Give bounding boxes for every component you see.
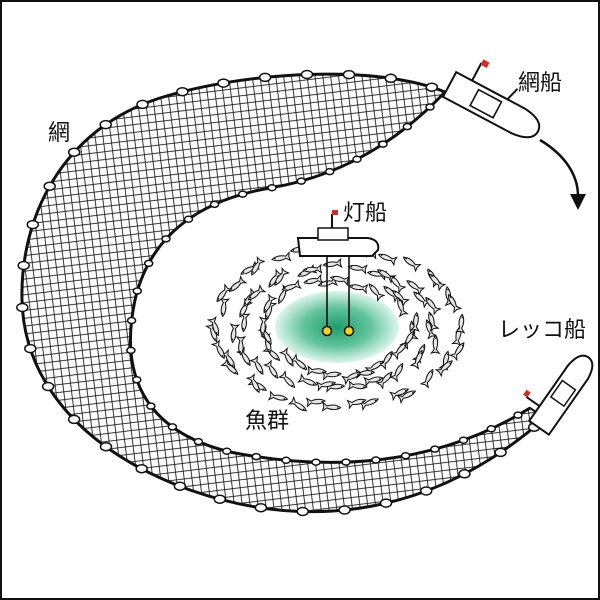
net-float: [400, 451, 411, 460]
light-boat-cabin: [317, 227, 349, 241]
net-float: [126, 316, 137, 325]
light-glow: [275, 291, 399, 363]
net-float: [324, 167, 335, 176]
net-boat-mast: [471, 62, 483, 82]
net-float: [281, 456, 291, 465]
net-boat: [441, 59, 541, 139]
net-float: [494, 447, 507, 458]
light-boat: [296, 210, 380, 337]
net-float: [213, 494, 227, 504]
net-float: [430, 445, 440, 453]
underwater-lamp-icon: [321, 325, 333, 337]
flag-icon: [332, 210, 338, 215]
net-float: [254, 502, 268, 513]
net-float: [183, 215, 194, 223]
net-float: [43, 181, 56, 191]
net-float: [341, 458, 351, 466]
net-float: [17, 260, 30, 271]
net-float: [378, 140, 388, 148]
net-float: [41, 381, 55, 392]
net-float: [384, 73, 398, 84]
net-float: [146, 402, 156, 410]
net-float: [402, 122, 413, 131]
net-float: [26, 219, 40, 230]
net-float: [126, 346, 136, 355]
lekko-boat-mast: [525, 396, 541, 407]
net-boat-mast-2: [506, 88, 519, 101]
label-net-boat: 網船: [518, 71, 562, 96]
label-light-boat: 灯船: [343, 201, 387, 226]
net-float: [67, 147, 81, 157]
net-float: [24, 343, 37, 354]
lekko-boat-cabin: [549, 379, 577, 408]
net-float: [99, 441, 113, 452]
net-float: [425, 103, 435, 111]
flag-icon: [523, 389, 531, 398]
net-float: [267, 183, 277, 192]
net-float: [136, 99, 149, 110]
net-float: [143, 259, 154, 268]
net-float: [209, 200, 220, 209]
net-float: [217, 78, 230, 88]
net-float: [99, 119, 112, 130]
curved-arrow-down-icon: [539, 138, 586, 210]
net-float: [251, 452, 262, 461]
net: [16, 69, 547, 517]
net-float: [458, 436, 469, 444]
net-float: [132, 287, 143, 295]
label-fish-school: 魚群: [245, 409, 289, 434]
net-float: [173, 481, 187, 491]
net-float: [352, 155, 362, 163]
net-float: [237, 190, 248, 198]
net-float: [258, 72, 272, 83]
net-float: [425, 82, 439, 92]
light-boat-hull: [296, 237, 380, 257]
label-net: 網: [48, 121, 70, 146]
net-float: [300, 69, 314, 80]
net-float: [176, 86, 189, 97]
net-float: [513, 411, 523, 419]
net-float: [222, 447, 232, 455]
net-float: [338, 505, 351, 515]
net-float: [193, 437, 204, 446]
flag-icon: [480, 59, 490, 68]
net-float: [161, 235, 171, 243]
net-float: [419, 486, 433, 496]
net-float: [371, 456, 381, 464]
net-float: [16, 302, 29, 313]
underwater-lamp-icon: [343, 325, 355, 337]
net-float: [458, 469, 471, 479]
net-boat-cabin: [469, 88, 503, 119]
net-float: [296, 177, 307, 185]
label-lekko-boat: レッコ船: [498, 318, 586, 343]
net-float: [379, 498, 393, 508]
net-float: [67, 414, 81, 425]
net-float: [135, 463, 148, 474]
net-float: [132, 375, 142, 384]
net-float: [342, 69, 356, 80]
net-float: [486, 425, 497, 433]
net-float: [311, 458, 321, 466]
lekko-boat: [523, 354, 594, 437]
net-float: [296, 506, 309, 517]
net-floats: [16, 69, 541, 517]
net-float: [167, 423, 178, 431]
